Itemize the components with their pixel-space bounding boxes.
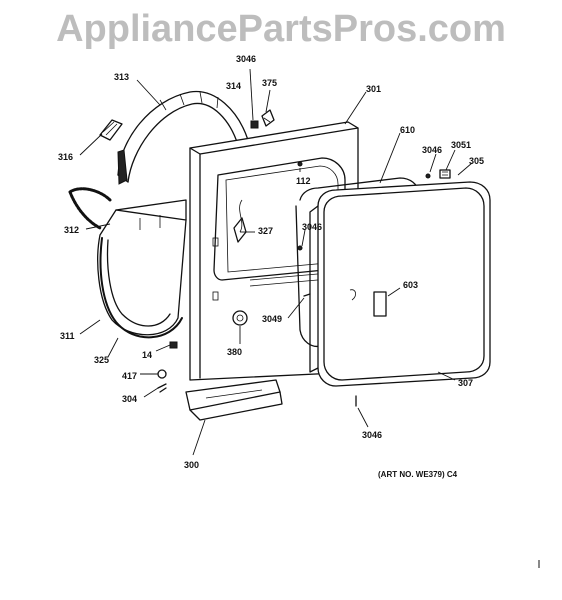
leader-lines — [79, 68, 473, 456]
label-314: 314 — [226, 81, 241, 91]
label-316: 316 — [58, 152, 73, 162]
label-3046-mid: 3046 — [302, 222, 322, 232]
label-380: 380 — [227, 347, 242, 357]
label-313: 313 — [114, 72, 129, 82]
part-301-front-panel — [189, 121, 359, 381]
art-number-note: (ART NO. WE379) C4 — [378, 470, 458, 479]
label-375: 375 — [262, 78, 277, 88]
part-311-duct-housing — [97, 199, 187, 336]
part-316-foam-strip — [99, 119, 123, 141]
label-311: 311 — [60, 331, 75, 341]
part-314-375-clips — [250, 109, 275, 129]
label-307: 307 — [458, 378, 473, 388]
part-3051-catch — [439, 169, 451, 179]
part-hardware-small — [157, 341, 178, 393]
part-313-duct-ring — [117, 90, 249, 185]
part-307-door — [309, 181, 491, 387]
label-112: 112 — [296, 176, 311, 186]
label-305: 305 — [469, 156, 484, 166]
label-312: 312 — [64, 225, 79, 235]
part-312-felt-seal — [68, 187, 112, 230]
watermark: AppliancePartsPros.com — [56, 8, 506, 50]
label-325: 325 — [94, 355, 109, 365]
label-14: 14 — [142, 350, 152, 360]
label-301: 301 — [366, 84, 381, 94]
label-417: 417 — [122, 371, 137, 381]
callout-labels: 313 3046 314 375 301 610 3046 3051 305 3… — [58, 54, 484, 470]
part-380-knob — [232, 310, 248, 326]
label-3051: 3051 — [451, 140, 471, 150]
part-325-seal — [99, 237, 183, 339]
label-603: 603 — [403, 280, 418, 290]
screws — [297, 161, 431, 407]
part-300-base — [185, 379, 283, 421]
label-3046-top: 3046 — [236, 54, 256, 64]
label-3049: 3049 — [262, 314, 282, 324]
label-300: 300 — [184, 460, 199, 470]
label-327: 327 — [258, 226, 273, 236]
label-610: 610 — [400, 125, 415, 135]
label-304: 304 — [122, 394, 137, 404]
label-3046-bottom: 3046 — [362, 430, 382, 440]
label-3046-right: 3046 — [422, 145, 442, 155]
